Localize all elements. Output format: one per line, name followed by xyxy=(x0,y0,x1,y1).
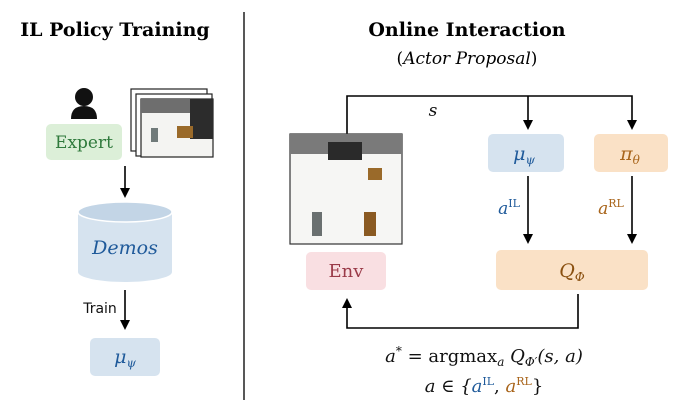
rl-policy-box xyxy=(594,134,668,172)
state-label: s xyxy=(429,101,438,121)
right-panel-subtitle: (Actor Proposal) xyxy=(397,49,538,69)
state-line xyxy=(346,95,637,134)
demo-images-icon xyxy=(130,88,214,158)
rl-action-label: aRL xyxy=(598,197,624,219)
env-box xyxy=(306,252,386,290)
expert-box xyxy=(46,124,122,160)
action-set-constraint: a ∈ {aIL, aRL} xyxy=(425,375,544,397)
env-label: Env xyxy=(329,261,365,282)
env-image xyxy=(289,133,403,245)
selection-equation: a* = argmaxa QΦ′(s, a) xyxy=(385,344,583,369)
person-icon xyxy=(71,88,97,119)
trained-policy-label: μψ xyxy=(114,346,136,370)
critic-box xyxy=(496,250,648,290)
expert-label: Expert xyxy=(55,133,113,153)
il-policy-label: μψ xyxy=(513,143,535,167)
train-label: Train xyxy=(82,301,117,317)
il-policy-box xyxy=(488,134,564,172)
action-return-arrow xyxy=(342,294,579,329)
il-action-label: aIL xyxy=(498,197,520,219)
left-panel-title: IL Policy Training xyxy=(20,19,209,41)
critic-label: QΦ xyxy=(559,260,585,284)
demos-label: Demos xyxy=(91,237,158,259)
rl-policy-label: πθ xyxy=(619,143,641,167)
right-panel-title: Online Interaction xyxy=(368,19,565,41)
trained-policy-box xyxy=(90,338,160,376)
demos-database xyxy=(77,201,173,282)
